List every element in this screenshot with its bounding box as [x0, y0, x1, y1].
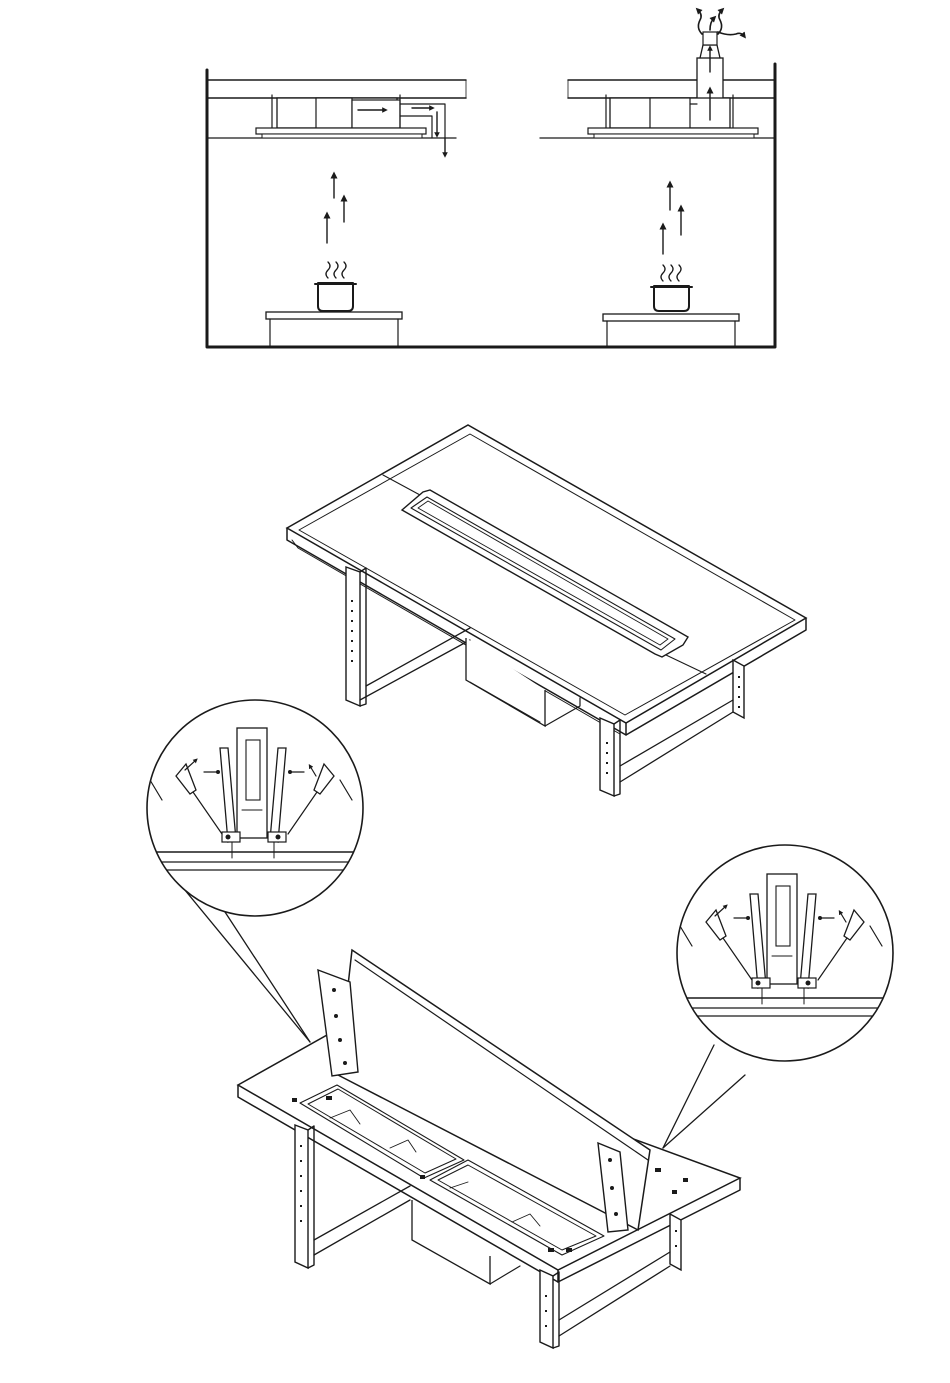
airflow-comparison-figure: [207, 10, 775, 347]
island-table-closed-figure: [287, 425, 806, 796]
ceiling-hatch-icon: [568, 80, 774, 98]
recirculation-panel: [208, 80, 466, 346]
left-hinge-detail-callout: [140, 700, 370, 916]
ceiling-hatch-icon: [208, 80, 466, 98]
extraction-panel: [540, 10, 774, 346]
callout-leader: [663, 1045, 714, 1148]
steaming-pot-icon: [315, 262, 356, 311]
island-table-open-figure: [175, 878, 745, 1348]
right-hinge-detail-callout: [670, 845, 900, 1061]
steaming-pot-icon: [651, 265, 692, 311]
